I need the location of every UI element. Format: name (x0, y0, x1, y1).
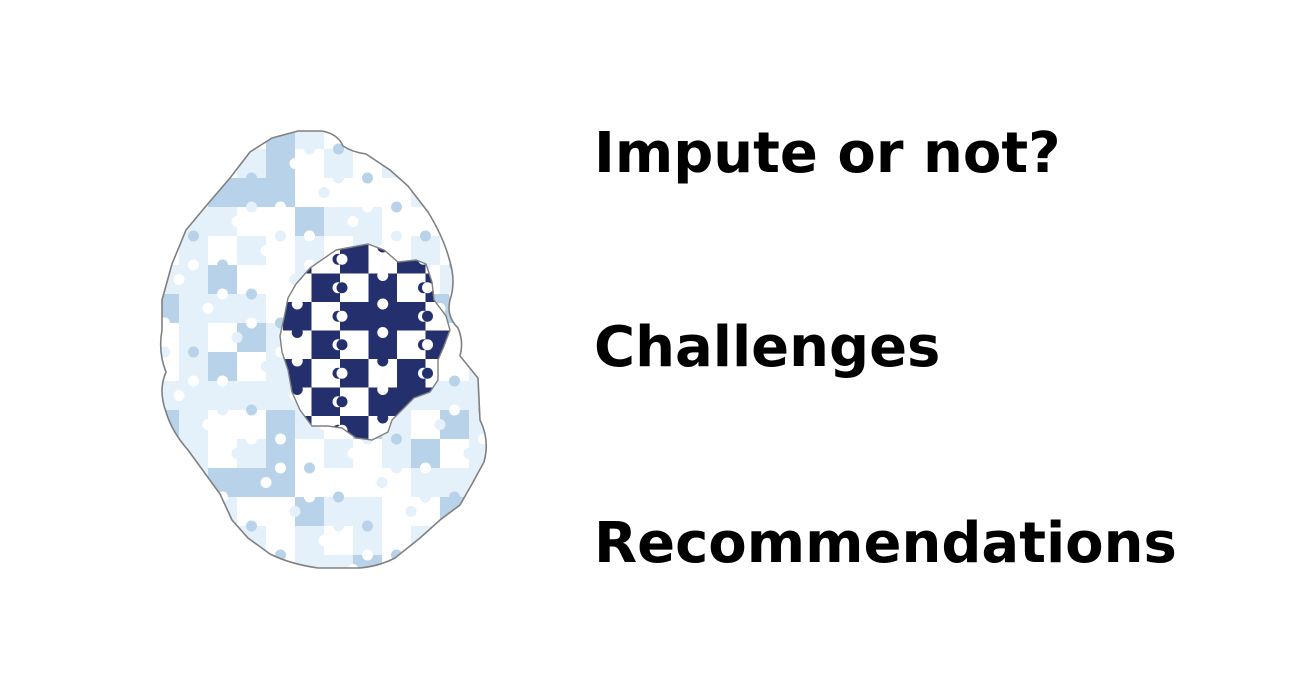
heading-challenges: Challenges (594, 315, 941, 380)
heading-recommendations: Recommendations (594, 511, 1177, 576)
heading-impute-or-not: Impute or not? (594, 121, 1061, 186)
puzzle-blob-icon (159, 130, 488, 569)
